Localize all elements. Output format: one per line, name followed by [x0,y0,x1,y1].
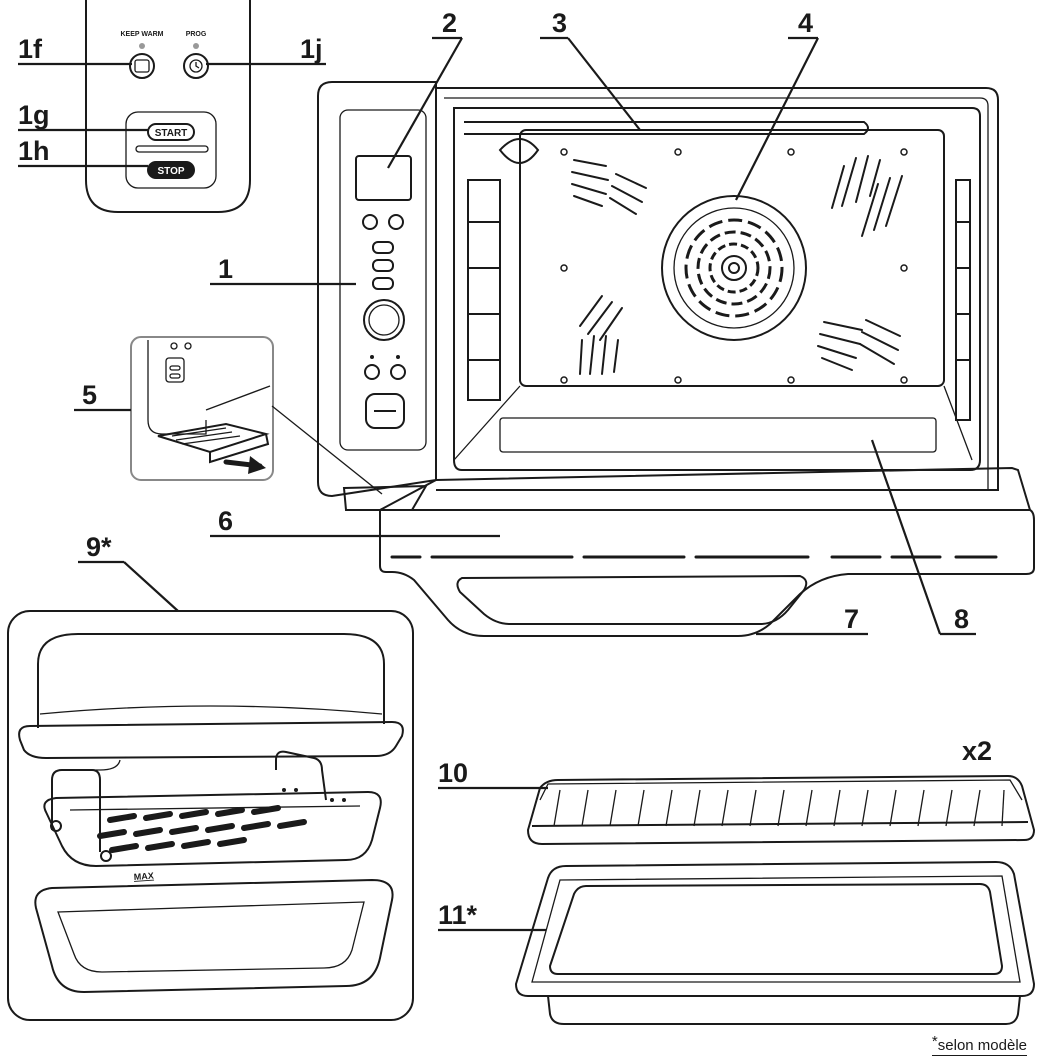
callout-9: 9* [78,532,179,612]
start-button[interactable]: START [147,123,195,141]
grill-pan [43,790,382,868]
callout-1h: 1h [18,136,148,168]
rack-quantity: x2 [962,736,992,766]
svg-text:1g: 1g [18,100,50,130]
start-label: START [155,128,188,139]
keep-warm-button[interactable] [129,53,155,79]
dome-lid [37,633,385,728]
crumb-tray-window [499,417,937,453]
svg-text:10: 10 [438,758,468,788]
crumb-tray-inset [130,336,274,481]
vent-slots-bottom-right [817,319,901,371]
callout-4: 4 [735,8,819,201]
oven-light [498,138,540,164]
oven-display [355,155,412,201]
pot-icon [134,59,150,73]
baking-tray [514,860,1036,1025]
accessory-kit-inset: MAX [7,610,414,1021]
roasting-tray [34,878,394,994]
clock-icon [189,59,203,73]
footnote: *selon modèle [931,1033,1027,1056]
convection-fan [661,195,807,341]
svg-text:4: 4 [798,8,813,38]
oven-control-panel [339,109,427,451]
callout-11: 11* [438,900,546,932]
callout-1: 1 [210,254,356,286]
prog-label: PROG [186,31,207,38]
oven-dial[interactable] [363,299,405,341]
start-stop-group [125,111,217,189]
callout-1j: 1j [206,34,326,66]
svg-text:2: 2 [442,8,457,38]
vent-slots-top-right [831,155,903,237]
keep-warm-label: KEEP WARM [120,31,163,38]
prog-button[interactable] [183,53,209,79]
keep-warm-led [139,43,145,49]
vent-slots-top-left [571,159,647,215]
wire-rack [526,774,1036,846]
svg-text:1h: 1h [18,136,50,166]
max-fill-mark: MAX [133,871,154,882]
callout-1g: 1g [18,100,148,132]
oven-back-wall [519,129,945,387]
svg-text:1j: 1j [300,34,323,64]
stop-button[interactable]: STOP [147,161,195,179]
oven-body [317,81,999,498]
callout-3: 3 [540,8,641,131]
stop-label: STOP [157,166,184,177]
svg-text:1f: 1f [18,34,43,64]
top-heating-element [464,121,869,135]
svg-text:5: 5 [82,380,97,410]
svg-text:7: 7 [844,604,859,634]
svg-text:8: 8 [954,604,969,634]
vent-slots-bottom-left [579,295,623,375]
prog-led [193,43,199,49]
callout-8: 8 [870,439,976,636]
control-panel-inset: KEEP WARM PROG START STOP [85,0,251,213]
svg-text:1: 1 [218,254,233,284]
svg-text:9*: 9* [86,532,112,562]
oven-start-button[interactable] [365,393,405,429]
door-handle[interactable] [456,574,808,625]
callout-1f: 1f [18,34,132,66]
callout-7: 7 [756,604,868,636]
svg-text:3: 3 [552,8,567,38]
svg-text:6: 6 [218,506,233,536]
callout-2: 2 [387,8,463,169]
rack-handle-left[interactable] [51,769,101,852]
rack-handle-right[interactable] [275,750,327,801]
indicator-strip [135,145,209,153]
callout-5: 5 [74,380,131,412]
oven-door [342,466,1035,637]
callout-6: 6 [210,506,500,538]
callout-10: 10 [438,758,548,790]
svg-text:11*: 11* [438,900,478,930]
